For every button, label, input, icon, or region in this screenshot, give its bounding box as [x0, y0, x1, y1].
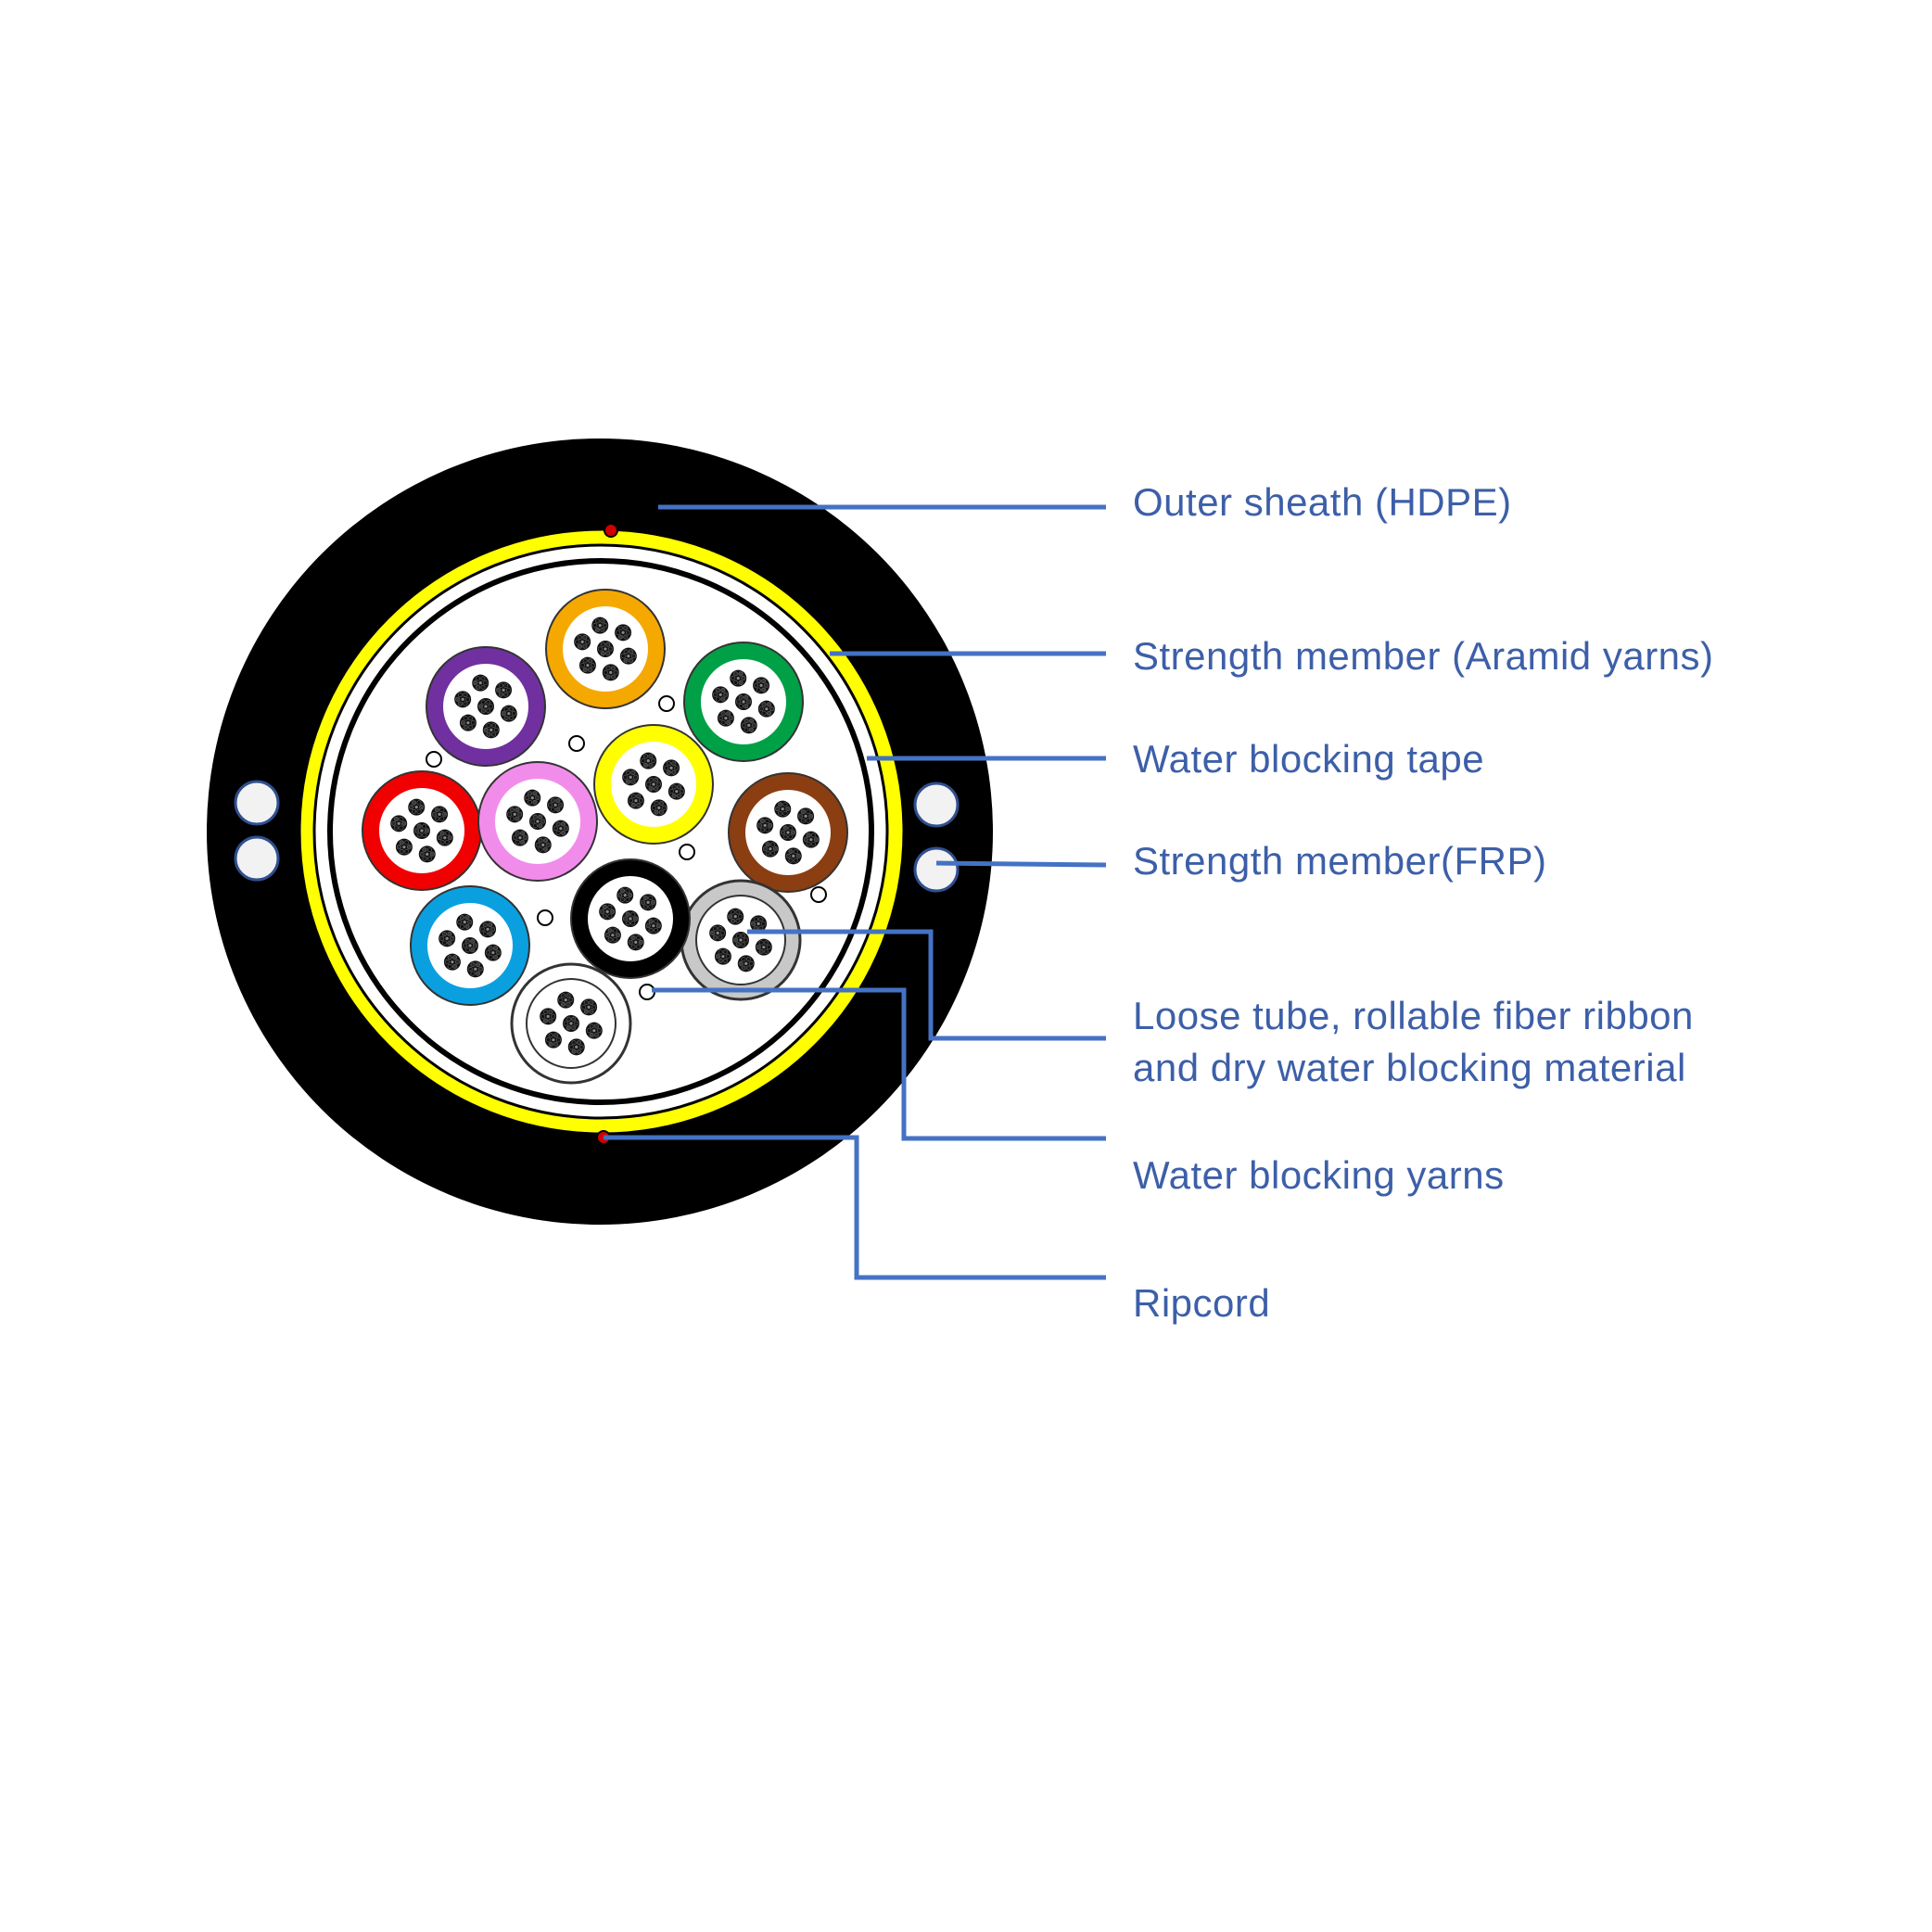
- label-loose-tube-line-2: and dry water blocking material: [1133, 1046, 1686, 1089]
- leader-line-water-blocking-yarns: [652, 987, 1106, 1141]
- label-aramid-strength-member: Strength member (Aramid yarns): [1133, 634, 1714, 678]
- loose-tube-yellow: [593, 724, 714, 845]
- loose-tube-brown: [728, 772, 848, 893]
- water-blocking-yarn: [679, 844, 695, 860]
- loose-tube-black: [570, 858, 691, 979]
- water-blocking-yarn: [810, 886, 827, 903]
- water-blocking-yarn: [426, 751, 442, 768]
- loose-tubes: [362, 589, 848, 1085]
- loose-tube-pink: [477, 761, 598, 882]
- label-water-blocking-tape: Water blocking tape: [1133, 737, 1485, 781]
- loose-tube-red: [362, 770, 482, 891]
- leader-line-loose-tube: [747, 929, 1106, 1041]
- loose-tube-orange: [545, 589, 666, 709]
- leader-lines: [604, 504, 1107, 1280]
- leader-line-ripcord: [604, 1135, 1106, 1280]
- loose-tube-green: [683, 642, 804, 762]
- loose-tube-slate: [680, 879, 802, 1001]
- label-water-blocking-yarns: Water blocking yarns: [1133, 1153, 1505, 1197]
- water-blocking-yarn: [658, 695, 675, 712]
- loose-tube-blue: [410, 885, 530, 1006]
- frp-strength-member-left-top: [234, 780, 280, 826]
- label-outer-sheath: Outer sheath (HDPE): [1133, 480, 1512, 524]
- label-frp-strength-member: Strength member(FRP): [1133, 839, 1547, 883]
- water-blocking-yarn: [537, 909, 553, 926]
- loose-tube-white: [510, 962, 632, 1085]
- water-blocking-yarns: [426, 695, 827, 1000]
- leader-line-frp: [935, 860, 1107, 868]
- frp-strength-member-right-top: [913, 782, 960, 828]
- ripcord-top: [604, 523, 618, 538]
- cable-cross-section: [207, 439, 993, 1225]
- label-ripcord: Ripcord: [1133, 1281, 1271, 1325]
- water-blocking-yarn: [568, 735, 585, 752]
- frp-strength-member-right-bottom: [913, 846, 960, 893]
- loose-tube-violet: [426, 646, 546, 767]
- label-loose-tube-line-1: Loose tube, rollable fiber ribbon: [1133, 994, 1694, 1037]
- frp-strength-member-left-bottom: [234, 835, 280, 882]
